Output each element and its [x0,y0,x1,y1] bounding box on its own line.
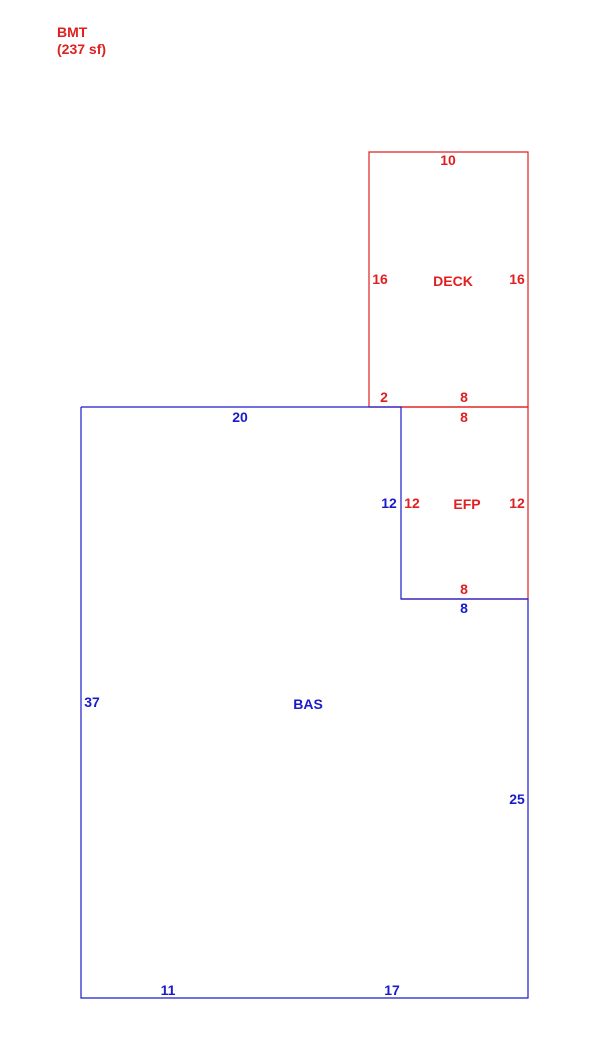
deck-bottom-left-dimension: 2 [380,389,388,405]
deck-section: DECK 10 16 16 2 8 [368,151,529,408]
bas-notch-side-dimension: 12 [381,495,397,511]
legend-area: (237 sf) [57,41,106,57]
bas-bottom-right-dimension: 17 [384,982,400,998]
deck-top-dimension: 10 [440,152,456,168]
efp-label: EFP [453,496,480,512]
bas-left-dimension: 37 [84,694,100,710]
bas-label: BAS [293,696,323,712]
efp-bottom-dimension: 8 [460,581,468,597]
deck-left-dimension: 16 [372,271,388,287]
bas-right-dimension: 25 [509,791,525,807]
deck-right-dimension: 16 [509,271,525,287]
bas-top-dimension: 20 [232,409,248,425]
bas-bottom-left-dimension: 11 [161,982,176,998]
deck-bottom-right-dimension: 8 [460,389,468,405]
efp-section: EFP 8 12 12 8 [401,406,529,600]
bas-outline [80,406,529,999]
efp-left-dimension: 12 [404,495,420,511]
bas-section: BAS 20 12 8 37 25 11 17 [80,406,529,999]
legend-code: BMT [57,24,88,40]
efp-top-dimension: 8 [460,409,468,425]
deck-label: DECK [433,273,473,289]
efp-right-dimension: 12 [509,495,525,511]
bas-notch-bottom-dimension: 8 [460,600,468,616]
